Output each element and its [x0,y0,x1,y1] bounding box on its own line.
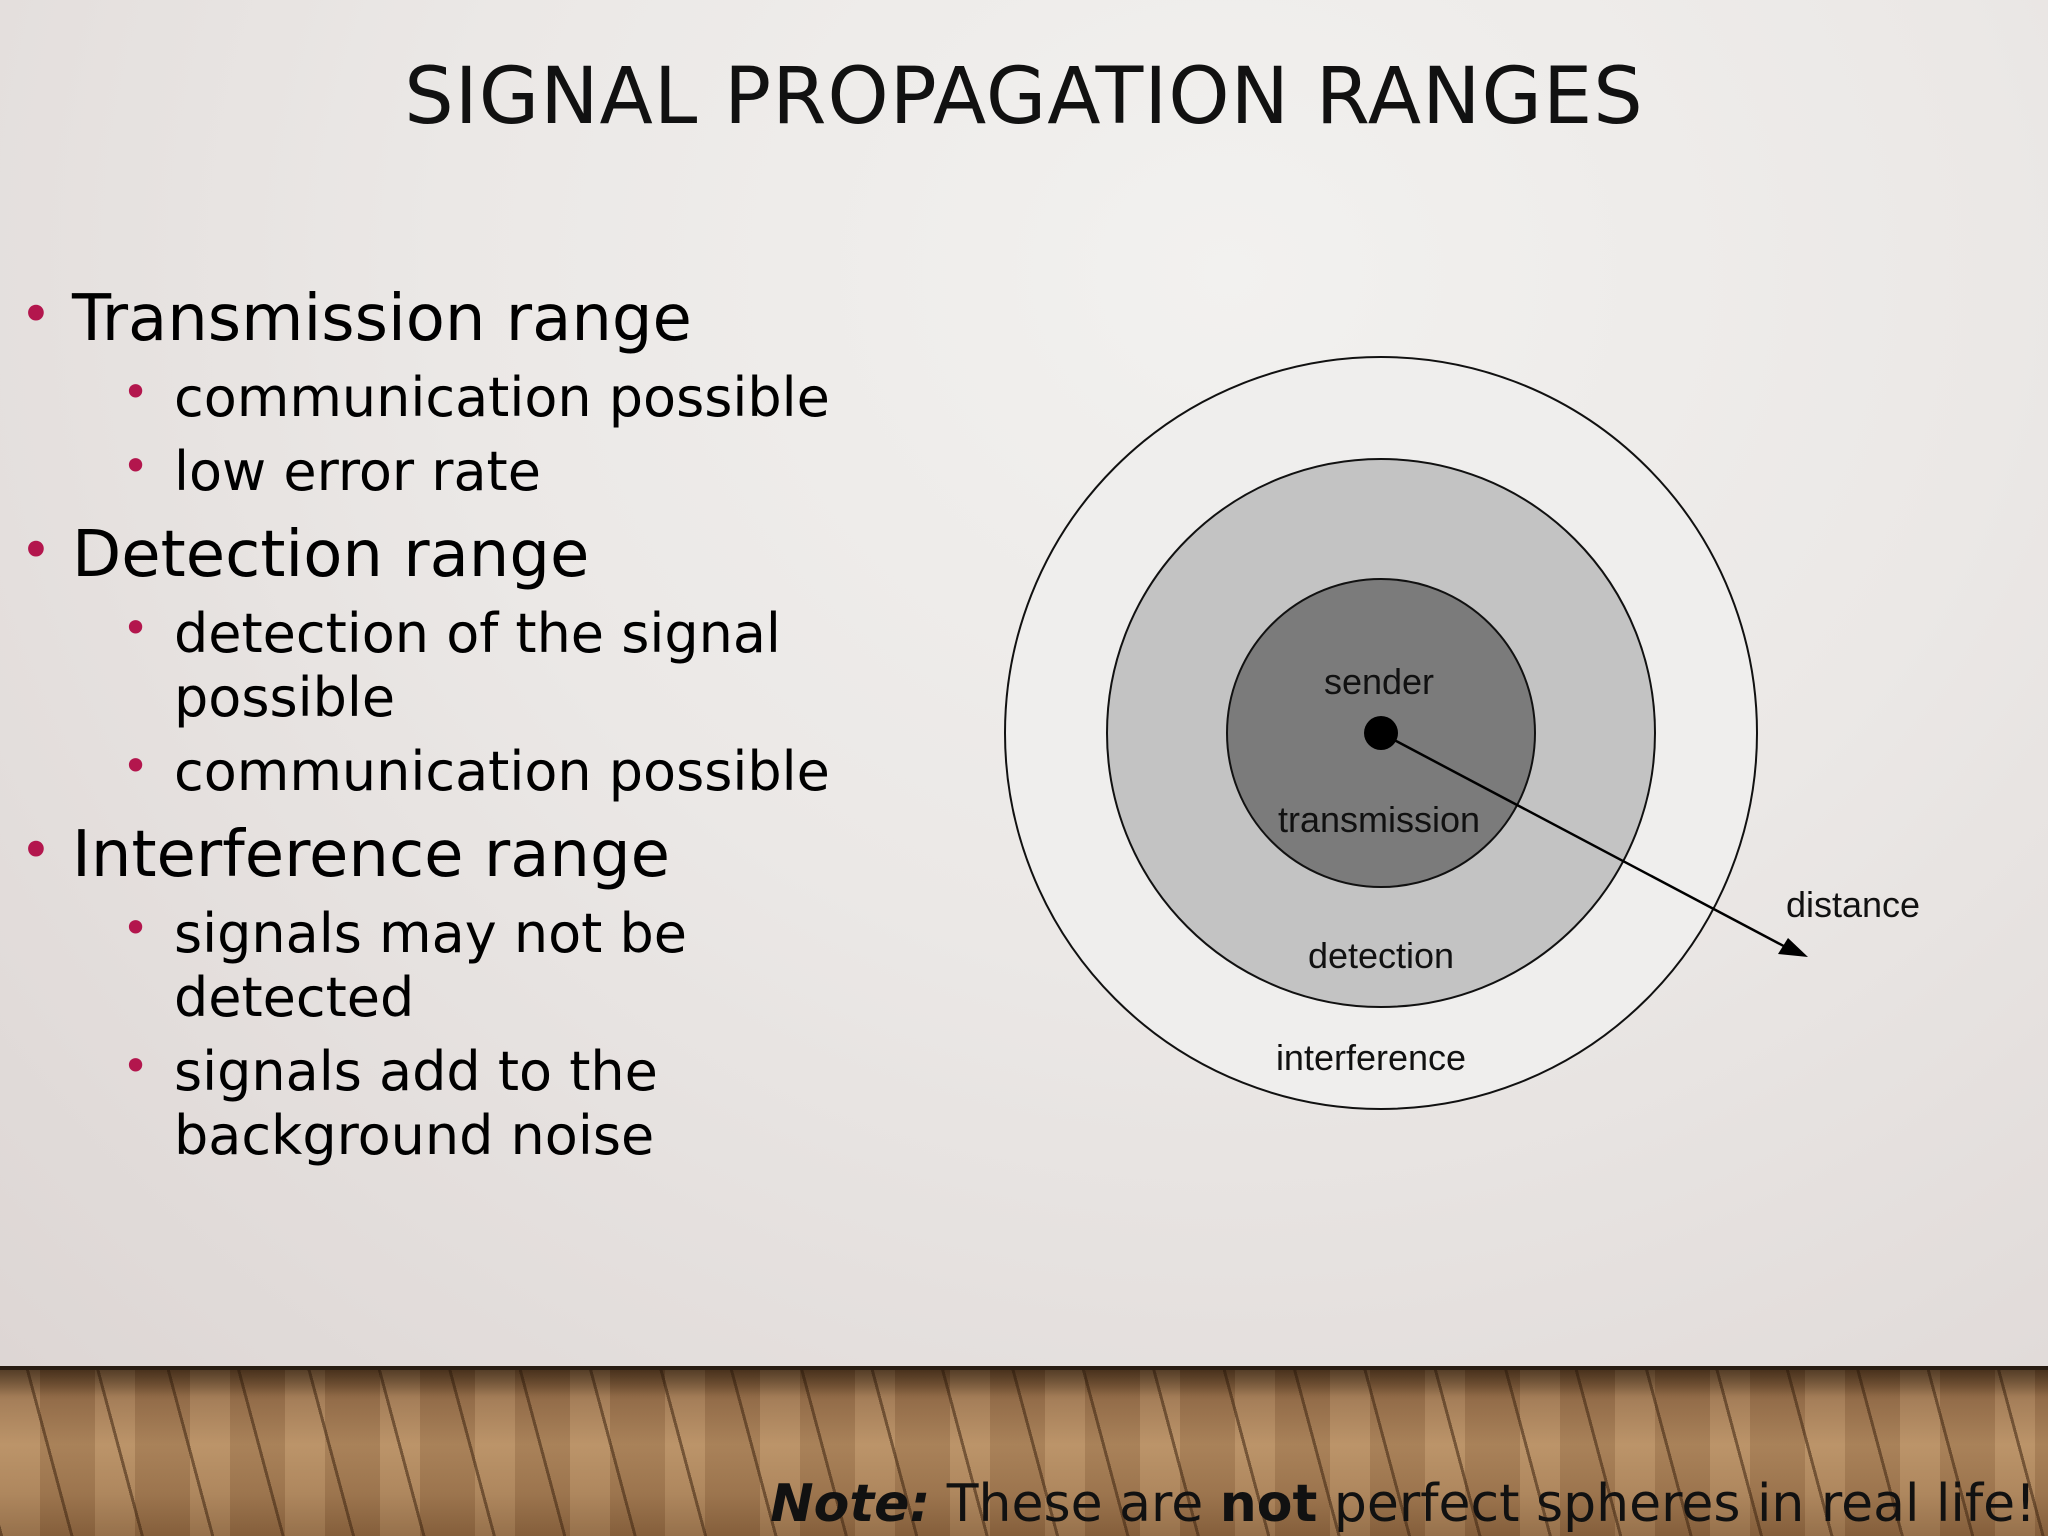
sub-bullet-text: communication possible [174,740,830,803]
sub-bullet-text: signals may not be detected [174,902,687,1029]
range-diagram: sender transmission detection interferen… [1004,356,1920,1110]
sub-bullet: • signals add to the background noise [20,1039,894,1168]
sub-bullet: • signals may not be detected [20,901,894,1030]
note-text-before: These are [930,1474,1220,1534]
floor-shadow [0,1366,2048,1396]
bullet-dot-icon: • [20,519,52,582]
sub-bullet: • detection of the signal possible [20,601,894,730]
detection-label: detection [1308,935,1454,976]
bullet-list: • Transmission range • communication pos… [20,282,920,1168]
note-emphasis: not [1219,1474,1318,1534]
bullet-transmission-range: • Transmission range [20,282,920,356]
sub-bullet: • communication possible [20,365,894,430]
note-label: Note: [770,1474,931,1534]
sub-bullet: • communication possible [20,739,894,804]
distance-arrow-line [1380,731,1796,954]
interference-label: interference [1276,1037,1466,1078]
footer-note: Note: These are not perfect spheres in r… [770,1474,2036,1534]
sub-bullet-text: communication possible [174,366,830,429]
bullet-dot-icon: • [20,283,52,346]
distance-label: distance [1786,884,1920,925]
wooden-floor [0,1366,2048,1536]
bullet-heading: Detection range [72,518,590,592]
arrowhead-icon [1778,938,1808,957]
bullet-detection-range: • Detection range [20,518,920,592]
bullet-dot-icon: • [122,601,150,655]
sub-bullet-text: detection of the signal possible [174,602,781,729]
sub-bullet-text: signals add to the background noise [174,1040,658,1167]
sender-label: sender [1324,661,1434,702]
transmission-label: transmission [1278,799,1480,840]
bullet-dot-icon: • [122,739,150,793]
sub-bullet-text: low error rate [174,440,541,503]
sub-bullet: • low error rate [20,439,894,504]
bullet-dot-icon: • [122,439,150,493]
slide-title: SIGNAL PROPAGATION RANGES [404,52,1644,142]
note-text-after: perfect spheres in real life! [1317,1474,2036,1534]
bullet-dot-icon: • [20,819,52,882]
bullet-dot-icon: • [122,365,150,419]
bullet-heading: Interference range [72,818,670,892]
bullet-interference-range: • Interference range [20,818,920,892]
bullet-dot-icon: • [122,1039,150,1093]
bullet-heading: Transmission range [72,282,692,356]
bullet-dot-icon: • [122,901,150,955]
